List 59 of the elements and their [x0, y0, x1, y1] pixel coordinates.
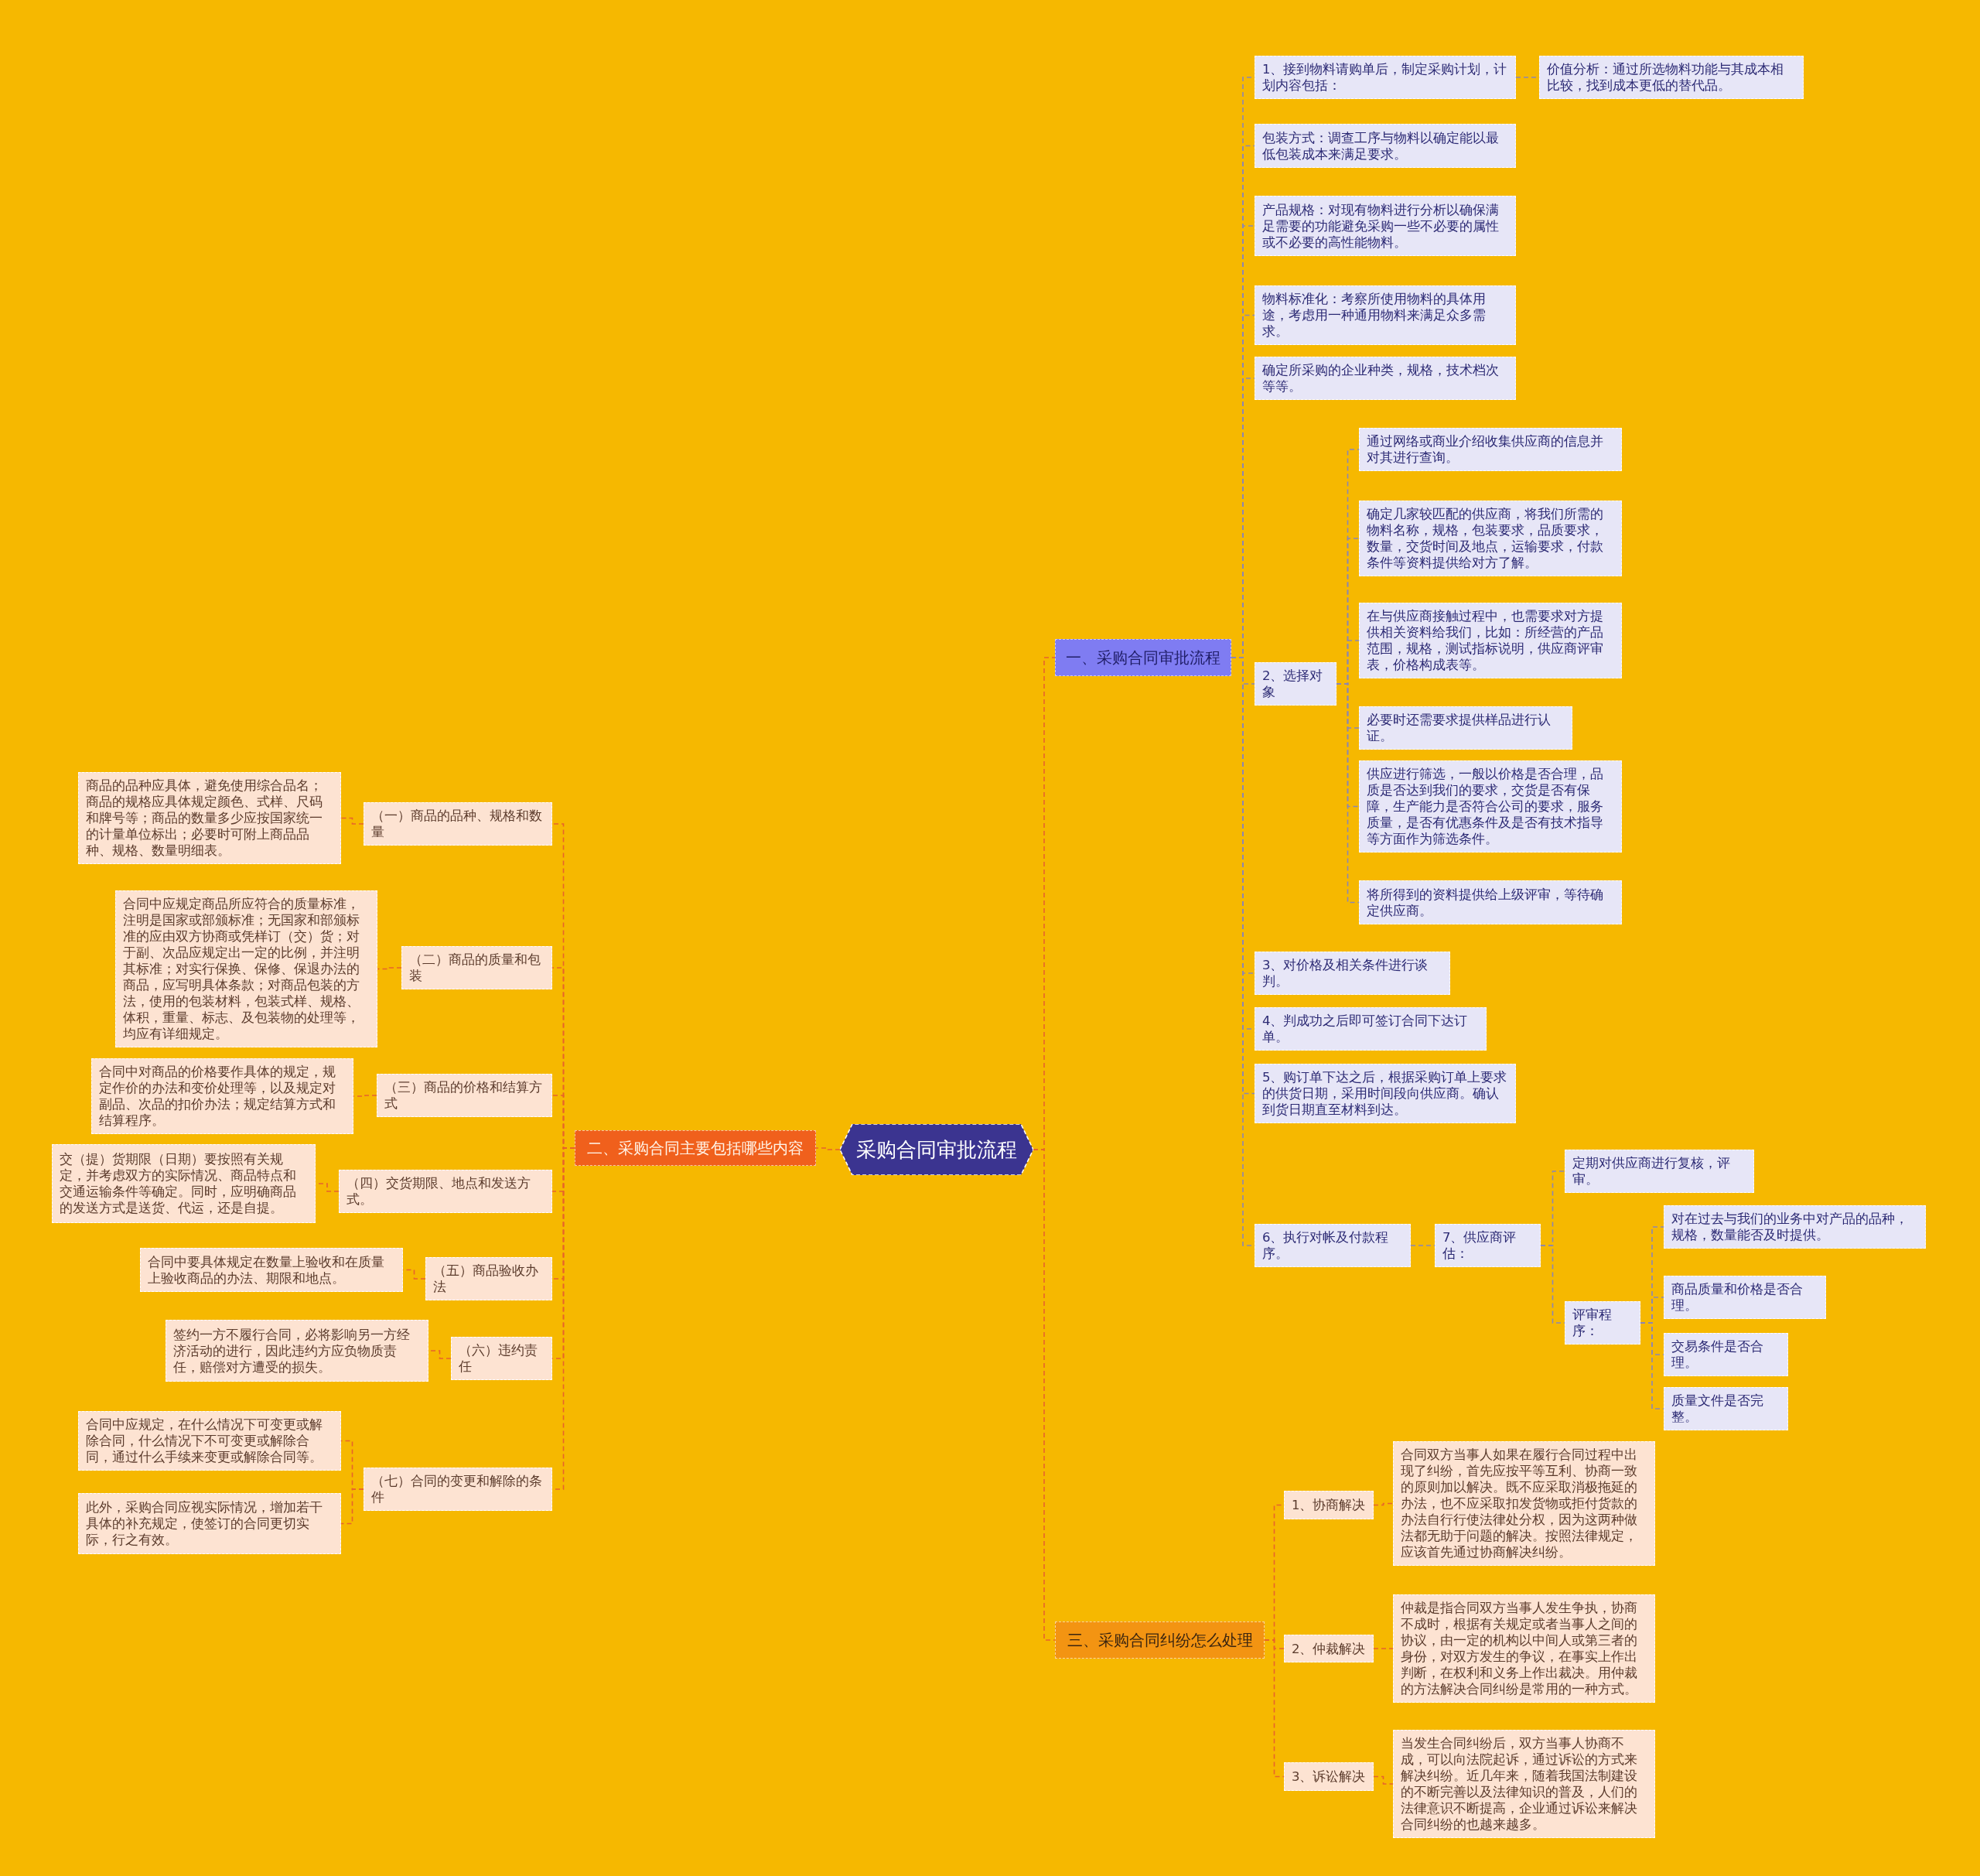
note-box: 交（提）货期限（日期）要按照有关规定，并考虑双方的实际情况、商品特点和交通运输条件等确定。同时，应明确商品的发送方式是送货、代运，还是自提。 [52, 1144, 316, 1223]
note-box: 对在过去与我们的业务中对产品的品种，规格，数量能否及时提供。 [1664, 1205, 1926, 1249]
note-box: 物料标准化：考察所使用物料的具体用途，考虑用一种通用物料来满足众多需求。 [1255, 285, 1516, 345]
subtopic-box: （六）违约责任 [451, 1337, 552, 1380]
subtopic-box: 1、接到物料请购单后，制定采购计划，计划内容包括： [1255, 56, 1516, 99]
note-box: 商品的品种应具体，避免使用综合品名；商品的规格应具体规定颜色、式样、尺码和牌号等；商品的数量多少应按国家统一的计量单位标出；必要时可附上商品品种、规格、数量明细表。 [78, 772, 341, 864]
subtopic-box: 2、选择对象 [1255, 662, 1336, 706]
connector-line [1373, 1648, 1394, 1649]
subtopic-box: （四）交货期限、地点和发送方式。 [339, 1170, 552, 1213]
note-box: 将所得到的资料提供给上级评审，等待确定供应商。 [1359, 880, 1622, 924]
connector-line [1033, 1149, 1056, 1641]
subtopic-box: 6、执行对帐及付款程序。 [1255, 1224, 1411, 1267]
subtopic-box: （七）合同的变更和解除的条件 [364, 1468, 552, 1511]
note-box: 合同中应规定商品所应符合的质量标准，注明是国家或部颁标准；无国家和部颁标准的应由双方协商或凭样订（交）货；对于副、次品应规定出一定的比例，并注明其标准；对实行保换、保修、保退办法的商品，应写明具体条款；对商品包装的方法，使用的包装材料，包装式样、规格、体积，重量、标志、及包装物的处理等，均应有详细规定。 [115, 890, 377, 1047]
note-box: 当发生合同纠纷后，双方当事人协商不成，可以向法院起诉，通过诉讼的方式来解决纠纷。近几年来，随着我国法制建设的不断完善以及法律知识的普及，人们的法律意识不断提高，企业通过诉讼来解决合同纠纷的也越来越多。 [1393, 1730, 1655, 1838]
note-box: 在与供应商接触过程中，也需要求对方提供相关资料给我们，比如：所经营的产品范围，规格，测试指标说明，供应商评审表，价格构成表等。 [1359, 603, 1622, 678]
branch-topic-box: 三、采购合同纠纷怎么处理 [1055, 1621, 1265, 1659]
note-box: 产品规格：对现有物料进行分析以确保满足需要的功能避免采购一些不必要的属性或不必要的高性能物料。 [1255, 196, 1516, 256]
note-box: 供应进行筛选，一般以价格是否合理，品质是否达到我们的要求，交货是否有保障，生产能力是否符合公司的要求，服务质量，是否有优惠条件及是否有技术指导等方面作为筛选条件。 [1359, 760, 1622, 853]
connector-line [815, 1147, 841, 1150]
connector-line [377, 967, 402, 970]
connector-line [1373, 1502, 1394, 1506]
subtopic-box: （五）商品验收办法 [425, 1257, 552, 1300]
note-box: 包装方式：调查工序与物料以确定能以最低包装成本来满足要求。 [1255, 124, 1516, 168]
subtopic-box: （一）商品的品种、规格和数量 [364, 802, 552, 846]
note-box: 定期对供应商进行复核，评审。 [1565, 1150, 1754, 1193]
subtopic-box: 3、诉讼解决 [1284, 1762, 1374, 1791]
note-box: 4、判成功之后即可签订合同下达订单。 [1255, 1007, 1487, 1051]
subtopic-box: （三）商品的价格和结算方式 [377, 1074, 552, 1117]
connector-line [1336, 683, 1360, 904]
subtopic-box: 评审程序： [1565, 1301, 1640, 1345]
note-box: 确定几家较匹配的供应商，将我们所需的物料名称，规格，包装要求，品质要求，数量，交货时间及地点，运输要求，付款条件等资料提供给对方了解。 [1359, 501, 1622, 576]
note-box: 确定所采购的企业种类，规格，技术档次等等。 [1255, 357, 1516, 400]
connector-line [1373, 1775, 1394, 1785]
note-box: 合同中对商品的价格要作具体的规定，规定作价的办法和变价处理等，以及规定对副品、次品的扣价办法；规定结算方式和结算程序。 [91, 1058, 353, 1134]
note-box: 通过网络或商业介绍收集供应商的信息并对其进行查询。 [1359, 428, 1622, 471]
branch-topic-box: 二、采购合同主要包括哪些内容 [575, 1130, 816, 1166]
note-box: 必要时还需要求提供样品进行认证。 [1359, 706, 1572, 750]
subtopic-box: 7、供应商评估： [1435, 1224, 1541, 1267]
note-box: 签约一方不履行合同，必将影响另一方经济活动的进行，因此违约方应负物质责任，赔偿对方遭受的损失。 [166, 1320, 428, 1382]
note-box: 3、对价格及相关条件进行谈判。 [1255, 952, 1450, 995]
connector-line [340, 817, 364, 825]
connector-line [1264, 1639, 1285, 1778]
note-box: 合同双方当事人如果在履行合同过程中出现了纠纷，首先应按平等互利、协商一致的原则加以解决。既不应采取消极拖延的办法，也不应采取扣发货物或拒付货款的办法自行行使法律处分权，因为这两种做法都无助于问题的解决。按照法律规定，应该首先通过协商解决纠纷。 [1393, 1441, 1655, 1566]
note-box: 商品质量和价格是否合理。 [1664, 1276, 1826, 1319]
subtopic-box: （二）商品的质量和包装 [401, 946, 552, 989]
note-box: 价值分析：通过所选物料功能与其成本相比较，找到成本更低的替代品。 [1539, 56, 1804, 99]
branch-topic-box: 一、采购合同审批流程 [1055, 639, 1231, 676]
note-box: 合同中应规定，在什么情况下可变更或解除合同，什么情况下不可变更或解除合同，通过什么手续来变更或解除合同等。 [78, 1411, 341, 1471]
note-box: 交易条件是否合理。 [1664, 1333, 1788, 1376]
note-box: 5、购订单下达之后，根据采购订单上要求的供货日期，采用时间段向供应商。确认到货日期直至材料到达。 [1255, 1064, 1516, 1123]
note-box: 质量文件是否完整。 [1664, 1387, 1788, 1430]
subtopic-box: 2、仲裁解决 [1284, 1635, 1374, 1662]
subtopic-box: 1、协商解决 [1284, 1491, 1374, 1519]
note-box: 此外，采购合同应视实际情况，增加若干具体的补充规定，使签订的合同更切实际，行之有效。 [78, 1493, 341, 1554]
connector-line [340, 1488, 364, 1525]
note-box: 合同中要具体规定在数量上验收和在质量上验收商品的办法、期限和地点。 [140, 1248, 403, 1292]
note-box: 仲裁是指合同双方当事人发生争执，协商不成时，根据有关规定或者当事人之间的协议，由一定的机构以中间人或第三者的身份，对双方发生的争议，在事实上作出判断，在权利和义务上作出裁决。用仲裁的方法解决合同纠纷是常用的一种方式。 [1393, 1594, 1655, 1703]
central-topic-hexagon: 采购合同审批流程 [840, 1124, 1033, 1175]
